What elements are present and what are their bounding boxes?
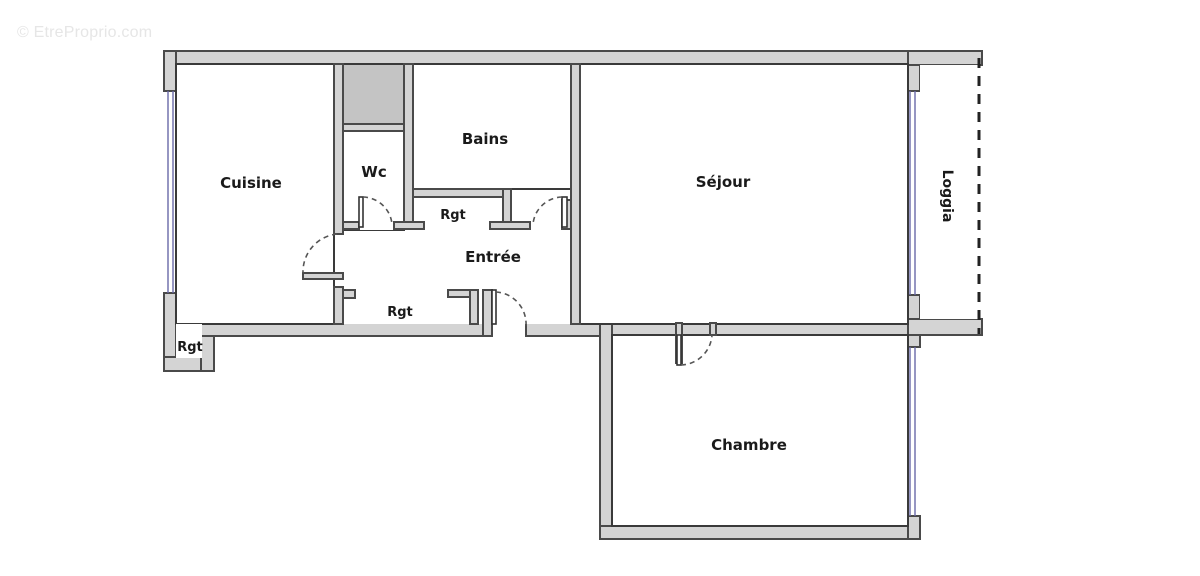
bains-door-leaf	[561, 196, 568, 228]
doors	[302, 196, 713, 366]
room-entree	[343, 231, 571, 324]
wc-door-leaf	[358, 196, 364, 228]
label-rgt-entree: Rgt	[387, 305, 413, 320]
room-wc	[342, 130, 405, 232]
room-rgt-bains	[418, 197, 503, 231]
bains-door-swing	[532, 196, 563, 225]
label-cuisine: Cuisine	[220, 174, 282, 192]
rooms	[175, 63, 978, 527]
label-rgt-bains: Rgt	[440, 208, 466, 223]
shaft	[342, 63, 405, 125]
chambre-door-leaf	[676, 334, 682, 366]
room-labels: Cuisine Wc Bains Rgt Entrée Rgt Rgt Séjo…	[177, 130, 955, 454]
label-wc: Wc	[361, 163, 386, 181]
label-entree: Entrée	[465, 248, 521, 266]
windows	[167, 91, 916, 516]
room-loggia	[920, 65, 978, 319]
room-sejour	[579, 63, 909, 325]
label-sejour: Séjour	[696, 173, 751, 191]
interior-walls	[302, 63, 717, 364]
wc-door-swing	[362, 196, 393, 225]
label-chambre: Chambre	[711, 436, 787, 454]
label-loggia: Loggia	[939, 170, 955, 223]
room-chambre	[611, 334, 909, 527]
room-cuisine	[175, 63, 335, 325]
watermark: © EtreProprio.com	[17, 24, 153, 41]
label-bains: Bains	[462, 130, 508, 148]
room-rgt-cuisine	[176, 324, 202, 358]
entrance-door-leaf	[491, 289, 497, 325]
exterior-walls	[163, 50, 983, 540]
room-bains	[412, 63, 572, 190]
label-rgt-cuisine: Rgt	[177, 340, 203, 355]
cuisine-door-swing	[302, 233, 338, 274]
